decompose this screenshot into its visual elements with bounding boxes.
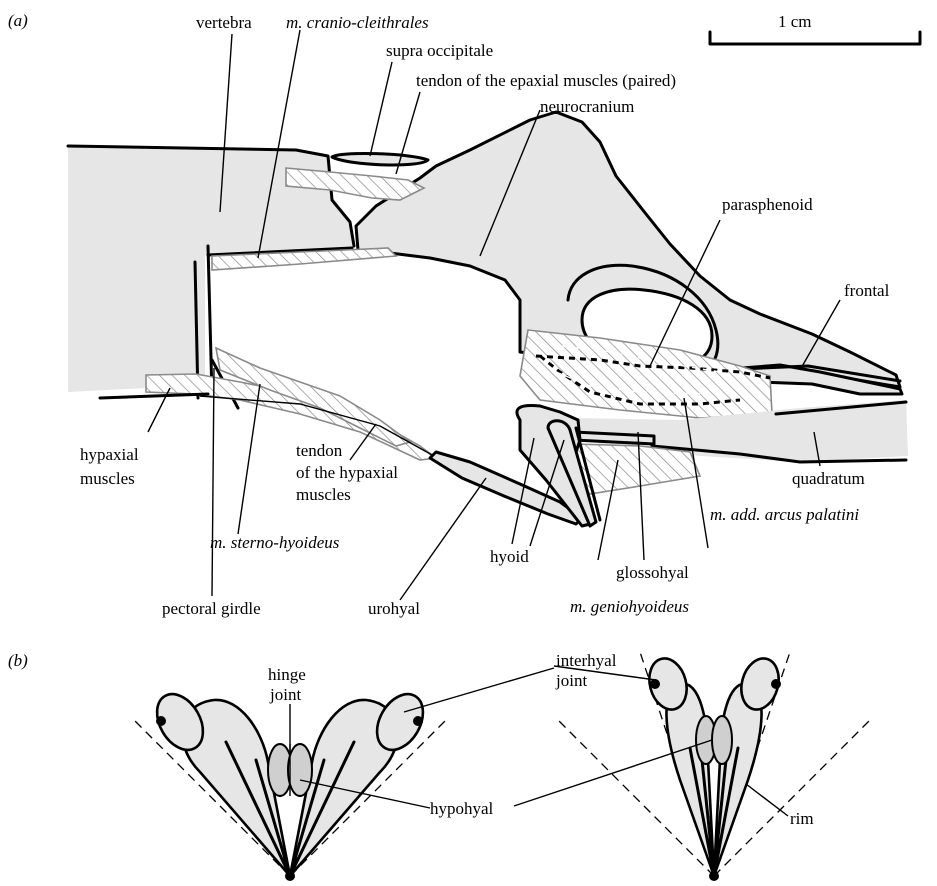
hyoid-closed-configuration xyxy=(558,652,870,881)
label-parasphenoid: parasphenoid xyxy=(722,195,813,214)
label-tendon-hypaxial-1: tendon xyxy=(296,441,343,460)
right-hypohyal xyxy=(288,744,312,796)
label-hinge-1: hinge xyxy=(268,665,306,684)
label-tendon-hypaxial-3: muscles xyxy=(296,485,351,504)
label-geniohyoideus: m. geniohyoideus xyxy=(570,597,689,616)
label-tendon-hypaxial-2: of the hypaxial xyxy=(296,463,398,482)
right-pivot-point xyxy=(413,716,423,726)
label-hypaxial-muscles-1: hypaxial xyxy=(80,445,139,464)
left-pivot-point xyxy=(156,716,166,726)
apex-point xyxy=(285,871,295,881)
label-hyoid: hyoid xyxy=(490,547,529,566)
body-lower-outline xyxy=(100,394,208,398)
panel-b: (b) xyxy=(8,651,870,881)
label-tendon-epaxial: tendon of the epaxial muscles (paired) xyxy=(416,71,676,90)
supra-occipitale xyxy=(332,153,428,165)
scale-bar: 1 cm xyxy=(710,12,920,44)
panel-a-label: (a) xyxy=(8,11,28,30)
label-supra-occipitale: supra occipitale xyxy=(386,41,493,60)
geniohyoideus-muscle xyxy=(574,444,700,494)
label-vertebra: vertebra xyxy=(196,13,252,32)
label-pectoral-girdle: pectoral girdle xyxy=(162,599,261,618)
closed-left-ceratohyal xyxy=(666,684,714,876)
label-interhyal-2: joint xyxy=(555,671,587,690)
label-frontal: frontal xyxy=(844,281,890,300)
closed-right-hypohyal xyxy=(712,716,732,764)
closed-apex-point xyxy=(709,871,719,881)
label-neurocranium: neurocranium xyxy=(540,97,634,116)
label-urohyal: urohyal xyxy=(368,599,420,618)
label-interhyal-1: interhyal xyxy=(556,651,617,670)
label-quadratum: quadratum xyxy=(792,469,865,488)
label-hinge-2: joint xyxy=(269,685,301,704)
label-add-arcus: m. add. arcus palatini xyxy=(710,505,859,524)
label-cranio-cleithrales: m. cranio-cleithrales xyxy=(286,13,429,32)
scale-bar-label: 1 cm xyxy=(778,12,812,31)
panel-a: (a) 1 cm xyxy=(8,11,920,618)
label-hypohyal: hypohyal xyxy=(430,799,494,818)
label-hypaxial-muscles-2: muscles xyxy=(80,469,135,488)
label-glossohyal: glossohyal xyxy=(616,563,689,582)
panel-b-label: (b) xyxy=(8,651,28,670)
label-sterno-hyoideus: m. sterno-hyoideus xyxy=(210,533,340,552)
closed-right-pivot-point xyxy=(771,679,781,689)
label-rim: rim xyxy=(790,809,814,828)
closed-right-ceratohyal xyxy=(714,684,762,876)
